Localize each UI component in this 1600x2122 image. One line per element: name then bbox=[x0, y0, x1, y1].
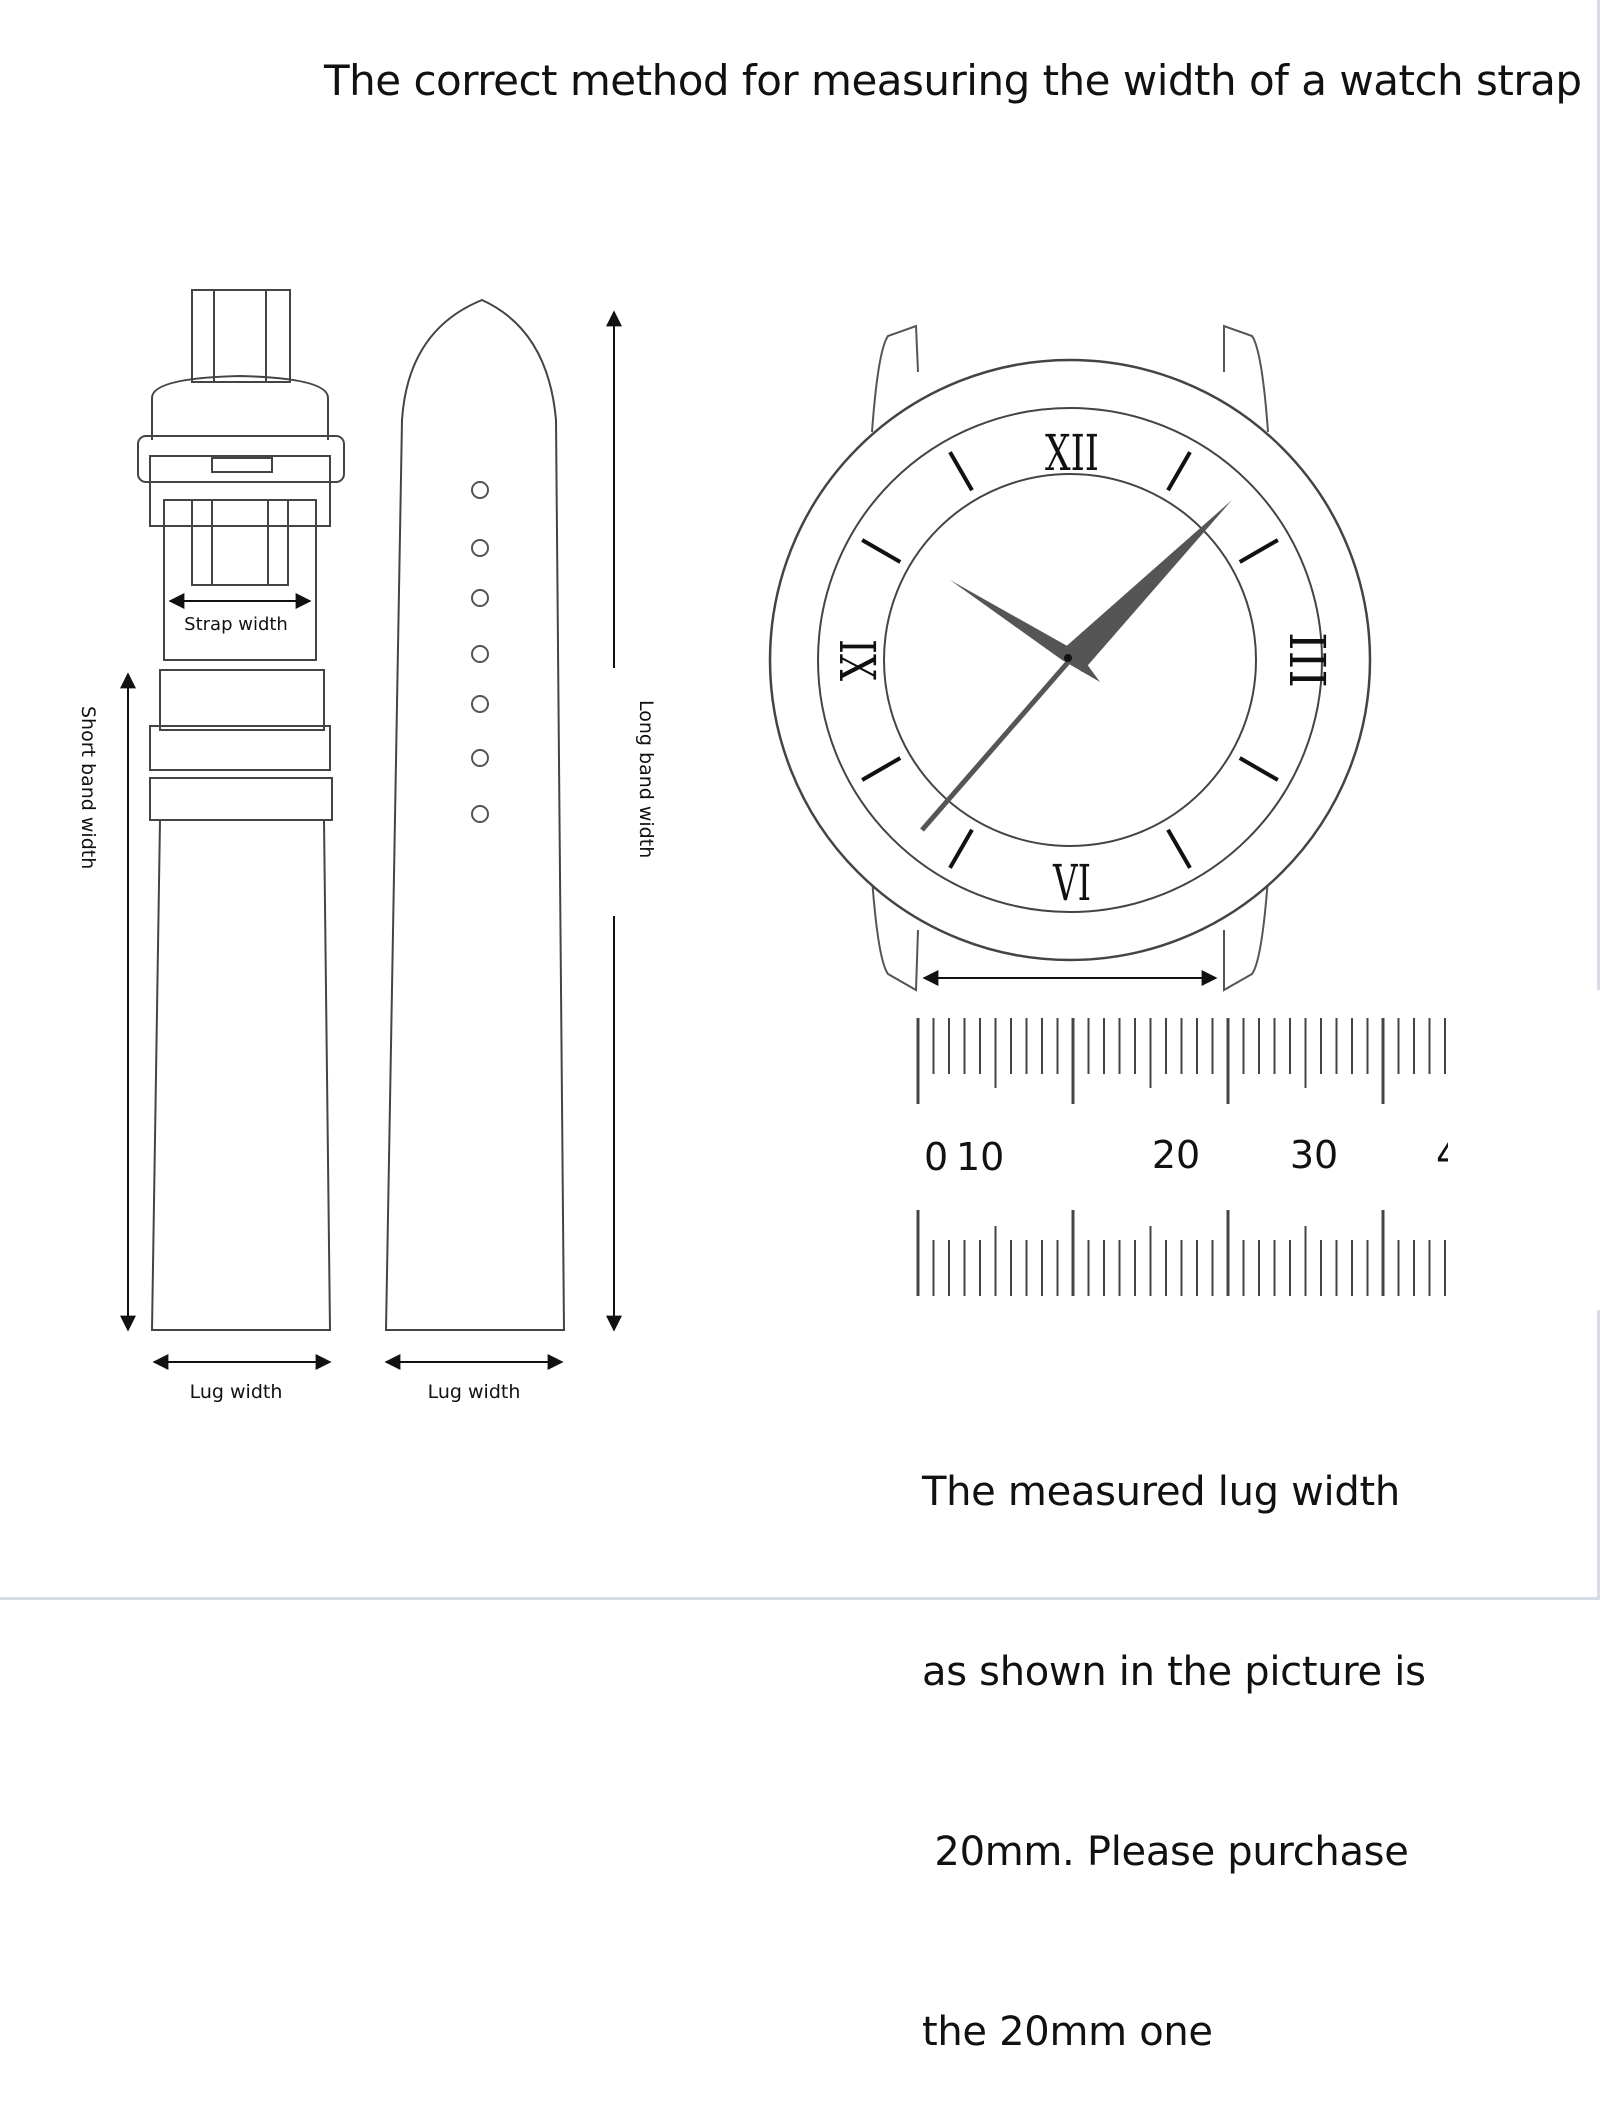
strap-hole bbox=[471, 805, 489, 823]
hour-tick bbox=[1166, 451, 1192, 492]
bottom-border bbox=[0, 1597, 1600, 1600]
measurement-note: The measured lug width as shown in the p… bbox=[922, 1342, 1426, 2122]
ruler-label-10: 10 bbox=[956, 1135, 1004, 1179]
right-border bbox=[1597, 0, 1600, 1600]
watch-dial bbox=[883, 473, 1257, 847]
second-hand bbox=[920, 658, 1072, 832]
buckle-cap bbox=[151, 374, 329, 440]
lug-bottom-left bbox=[871, 877, 919, 992]
diagram-canvas: Strap width Short band width Lug width L… bbox=[77, 289, 1600, 1403]
center-pin bbox=[1064, 654, 1072, 662]
hour-tick bbox=[948, 828, 974, 869]
numeral-xii: XII bbox=[1045, 424, 1099, 482]
strap-holes bbox=[471, 481, 489, 823]
ruler-ticks-bottom bbox=[916, 1210, 1446, 1296]
short-strap-body bbox=[150, 819, 332, 1331]
hour-tick bbox=[1166, 828, 1192, 869]
strap-hole bbox=[471, 645, 489, 663]
note-line-1: The measured lug width bbox=[922, 1469, 1400, 1515]
page-title: The correct method for measuring the wid… bbox=[324, 56, 1582, 105]
numeral-ix: IX bbox=[828, 639, 886, 681]
strap-top-section bbox=[163, 499, 317, 661]
lug-width-label-short: Lug width bbox=[190, 1381, 283, 1403]
keeper-1 bbox=[149, 725, 331, 771]
strap-lower-section bbox=[159, 669, 325, 731]
strap-width-label: Strap width bbox=[184, 614, 288, 635]
hour-tick bbox=[861, 756, 902, 782]
note-line-2: as shown in the picture is bbox=[922, 1649, 1426, 1695]
lug-width-label-long: Lug width bbox=[428, 1381, 521, 1403]
ruler-ticks-top bbox=[916, 1018, 1446, 1104]
note-line-4: the 20mm one bbox=[922, 2009, 1213, 2055]
numeral-vi: VI bbox=[1052, 854, 1091, 912]
hour-tick bbox=[1238, 756, 1279, 782]
ruler-label-30: 30 bbox=[1290, 1133, 1338, 1177]
strap-hole bbox=[471, 481, 489, 499]
buckle-top-band bbox=[191, 289, 291, 383]
short-strap bbox=[137, 289, 345, 1331]
numeral-iii: III bbox=[1278, 632, 1336, 688]
hour-tick bbox=[1238, 538, 1279, 564]
lug-top-right bbox=[1223, 324, 1269, 433]
long-band-width-label: Long band width bbox=[635, 700, 657, 858]
strap-hole bbox=[471, 539, 489, 557]
ruler-crop-mask bbox=[1448, 990, 1600, 1310]
hour-tick bbox=[948, 451, 974, 492]
short-band-width-label: Short band width bbox=[77, 706, 99, 869]
strap-hole bbox=[471, 695, 489, 713]
watch-bezel bbox=[817, 407, 1323, 913]
hour-tick bbox=[861, 538, 902, 564]
note-line-3: 20mm. Please purchase bbox=[922, 1829, 1409, 1875]
hour-hand bbox=[950, 580, 1100, 682]
long-strap-body bbox=[384, 298, 566, 1331]
keeper-2 bbox=[149, 777, 333, 821]
dial-ticks bbox=[861, 451, 1279, 869]
lug-top-left bbox=[871, 324, 919, 433]
strap-hole bbox=[471, 589, 489, 607]
minute-hand bbox=[1062, 500, 1232, 672]
lug-bottom-right bbox=[1223, 877, 1269, 992]
watch-lugs bbox=[871, 324, 1269, 992]
ruler-label-0: 0 bbox=[924, 1135, 948, 1179]
strap-hole bbox=[471, 749, 489, 767]
ruler-label-20: 20 bbox=[1152, 1133, 1200, 1177]
